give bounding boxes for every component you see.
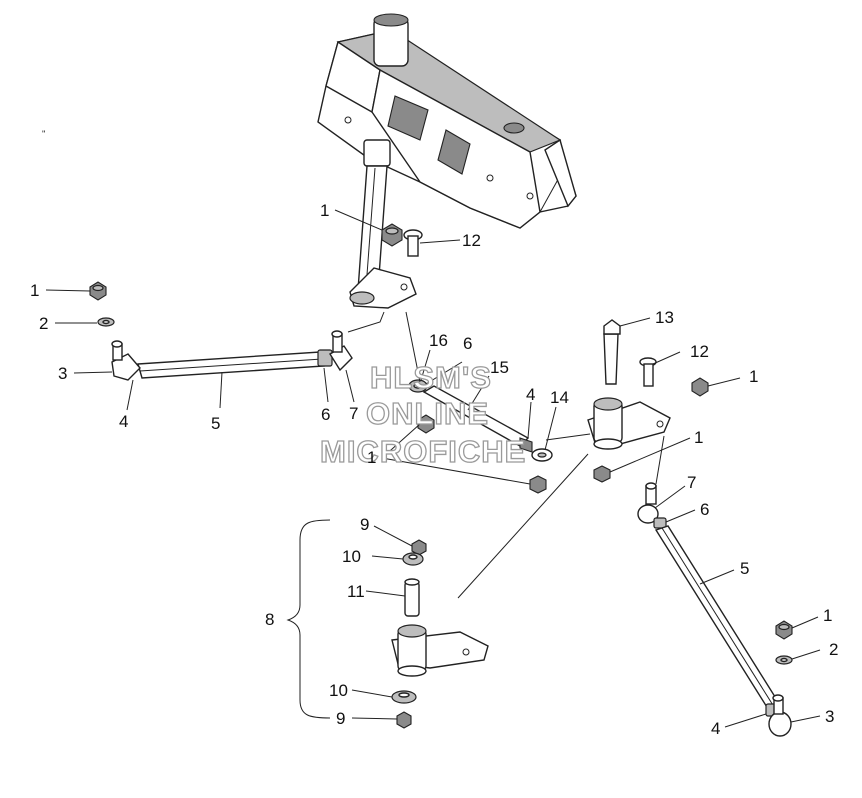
- callout-1: 1: [749, 367, 758, 386]
- callout-10: 10: [329, 681, 348, 700]
- callout-2: 2: [39, 314, 48, 333]
- callout-12: 12: [462, 231, 481, 250]
- pitman-arm: [347, 267, 417, 333]
- callout-8: 8: [265, 610, 274, 629]
- center-drag-link: [408, 379, 553, 494]
- idler-arm-right: [587, 319, 709, 483]
- callout-4: 4: [526, 385, 535, 404]
- callout-1: 1: [694, 428, 703, 447]
- watermark-line3: MICROFICHE: [320, 434, 526, 469]
- callout-13: 13: [655, 308, 674, 327]
- callout-10: 10: [342, 547, 361, 566]
- callout-6: 6: [321, 405, 330, 424]
- left-washer: [97, 317, 115, 327]
- left-tie-rod-assembly: [111, 330, 353, 381]
- callout-12: 12: [690, 342, 709, 361]
- nut-top: [381, 223, 403, 247]
- callout-6: 6: [700, 500, 709, 519]
- callout-5: 5: [740, 559, 749, 578]
- callout-1: 1: [320, 201, 329, 220]
- callout-4: 4: [711, 719, 720, 738]
- callout-7: 7: [687, 473, 696, 492]
- callout-1: 1: [367, 448, 376, 467]
- callout-15: 15: [490, 358, 509, 377]
- callout-14: 14: [550, 388, 569, 407]
- callout-1: 1: [823, 606, 832, 625]
- right-tie-rod-assembly: [637, 482, 792, 737]
- right-washer: [775, 655, 793, 665]
- idler-arm-kit-parts: [391, 539, 489, 729]
- callout-6: 6: [463, 334, 472, 353]
- callout-labels: 1 12 1 2 3 4 5 6 7 16 6 15 4 14 1 13 12 …: [30, 201, 838, 738]
- left-nut: [89, 281, 107, 301]
- callout-2: 2: [829, 640, 838, 659]
- callout-1: 1: [30, 281, 39, 300]
- callout-4: 4: [119, 412, 128, 431]
- callout-16: 16: [429, 331, 448, 350]
- callout-3: 3: [58, 364, 67, 383]
- idler-arm-kit-bracket: [286, 519, 331, 719]
- callout-7: 7: [349, 404, 358, 423]
- callout-3: 3: [825, 707, 834, 726]
- corner-mark: '': [42, 129, 46, 139]
- steering-frame-housing: [317, 13, 577, 229]
- leader-lines: [45, 209, 821, 728]
- callout-9: 9: [360, 515, 369, 534]
- callout-11: 11: [347, 582, 365, 601]
- watermark-line2: ONLINE: [366, 396, 489, 431]
- steering-column-shaft: [357, 139, 391, 291]
- callout-9: 9: [336, 709, 345, 728]
- watermark-line1: HLSM'S: [370, 360, 492, 395]
- callout-5: 5: [211, 414, 220, 433]
- right-nut: [775, 620, 793, 640]
- watermark: HLSM'S ONLINE MICROFICHE: [319, 359, 526, 469]
- bolt-12-top: [403, 229, 423, 257]
